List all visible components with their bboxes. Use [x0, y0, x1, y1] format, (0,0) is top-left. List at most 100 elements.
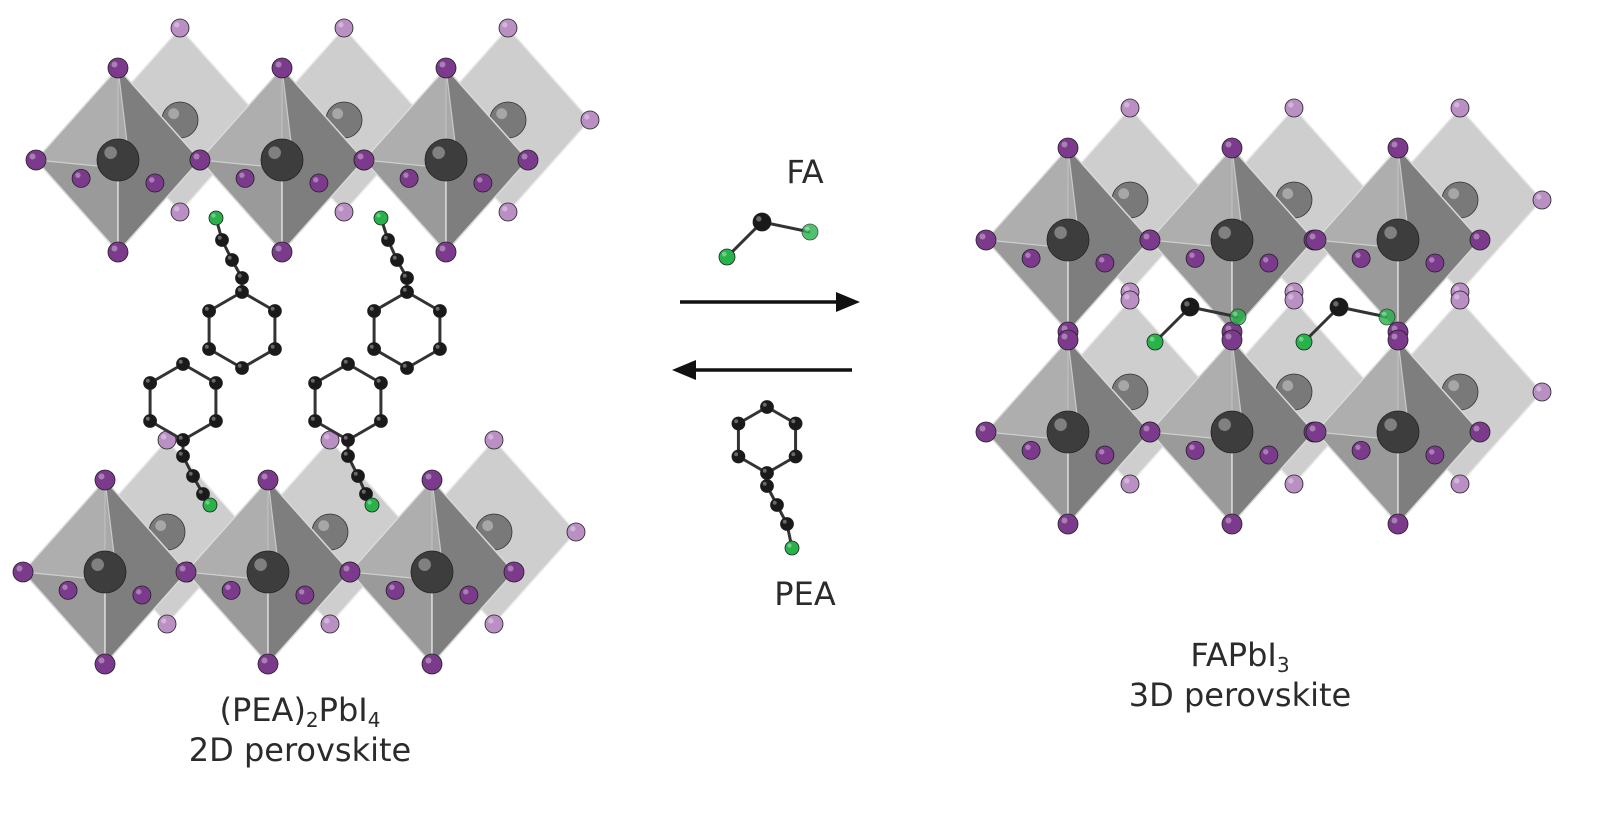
- nitrogen-atom-highlight: [787, 543, 792, 548]
- nitrogen-atom-highlight: [205, 500, 210, 505]
- iodide-atom-highlight: [1099, 257, 1105, 263]
- iodide-atom: [1095, 445, 1115, 465]
- carbon-atom-highlight: [343, 435, 348, 440]
- iodide-atom: [1259, 253, 1279, 273]
- iodide-atom-highlight: [507, 565, 514, 572]
- iodide-atom: [271, 57, 293, 79]
- iodide-atom-highlight: [425, 473, 432, 480]
- carbon-atom: [752, 212, 772, 232]
- carbon-atom-highlight: [227, 255, 232, 260]
- carbon-atom: [1180, 297, 1200, 317]
- iodide-atom-highlight: [179, 565, 186, 572]
- 2d-structure-label: (PEA)2PbI4 2D perovskite: [110, 690, 490, 770]
- lead-atom-back-highlight: [1448, 380, 1460, 392]
- nitrogen-atom: [718, 248, 736, 266]
- 2d-formula: (PEA)2PbI4: [219, 691, 381, 732]
- iodide-atom-back-highlight: [1454, 286, 1460, 292]
- iodide-atom-highlight: [1429, 257, 1435, 263]
- 3d-perovskite-lattice: [975, 98, 1552, 535]
- nitrogen-atom: [208, 210, 224, 226]
- carbon-atom-highlight: [762, 481, 767, 486]
- carbon-atom-highlight: [145, 416, 150, 421]
- pbi6-octahedron: [339, 430, 586, 675]
- iodide-atom-highlight: [1225, 141, 1232, 148]
- lead-atom: [260, 138, 304, 182]
- lead-atom-back-highlight: [318, 520, 330, 532]
- iodide-atom: [175, 561, 197, 583]
- carbon-atom: [209, 414, 223, 428]
- iodide-atom-highlight: [1061, 517, 1068, 524]
- lead-atom-highlight: [418, 558, 431, 571]
- carbon-atom-highlight: [188, 471, 193, 476]
- carbon-atom: [433, 304, 447, 318]
- lead-atom-highlight: [1384, 418, 1397, 431]
- iodide-atom-back: [484, 614, 504, 634]
- carbon-atom: [400, 271, 414, 285]
- carbon-atom: [760, 466, 774, 480]
- iodide-atom: [1185, 248, 1205, 268]
- iodide-atom: [1387, 137, 1409, 159]
- carbon-atom: [400, 285, 414, 299]
- iodide-atom: [353, 149, 375, 171]
- iodide-atom: [1387, 329, 1409, 351]
- carbon-atom-highlight: [198, 489, 203, 494]
- iodide-atom-back-highlight: [1288, 478, 1294, 484]
- nitrogen-atom: [784, 540, 800, 556]
- iodide-atom: [132, 585, 152, 605]
- carbon-atom-highlight: [204, 344, 209, 349]
- fa-molecule: [1295, 297, 1396, 351]
- iodide-atom: [1221, 137, 1243, 159]
- iodide-atom: [1185, 440, 1205, 460]
- iodide-atom-back-highlight: [1536, 194, 1542, 200]
- carbon-atom-highlight: [435, 344, 440, 349]
- iodide-atom-back: [1532, 382, 1552, 402]
- iodide-atom-back: [484, 430, 504, 450]
- iodide-atom-highlight: [313, 177, 319, 183]
- carbon-atom-highlight: [791, 452, 796, 457]
- 2d-perovskite-top-layer: [25, 18, 600, 263]
- iodide-atom-highlight: [403, 172, 409, 178]
- fa-reagent-label: FA: [760, 152, 850, 192]
- iodide-atom-highlight: [111, 245, 118, 252]
- iodide-atom-back: [1120, 290, 1140, 310]
- iodide-atom: [339, 561, 361, 583]
- carbon-atom: [308, 414, 322, 428]
- iodide-atom-highlight: [463, 589, 469, 595]
- iodide-atom-back-highlight: [1124, 478, 1130, 484]
- iodide-atom-highlight: [239, 172, 245, 178]
- reaction-arrows: [672, 212, 860, 556]
- iodide-atom-highlight: [1143, 233, 1150, 240]
- iodide-atom-highlight: [439, 245, 446, 252]
- iodide-atom-highlight: [1355, 444, 1361, 450]
- carbon-atom: [760, 479, 774, 493]
- iodide-atom: [1057, 513, 1079, 535]
- iodide-atom-back: [334, 202, 354, 222]
- iodide-atom-back: [1284, 474, 1304, 494]
- iodide-atom: [25, 149, 47, 171]
- iodide-atom-back: [1120, 474, 1140, 494]
- iodide-atom-back: [1284, 290, 1304, 310]
- iodide-atom: [459, 585, 479, 605]
- carbon-atom: [202, 342, 216, 356]
- iodide-atom: [1021, 248, 1041, 268]
- nitrogen-atom: [1378, 308, 1396, 326]
- nitrogen-atom-highlight: [376, 213, 381, 218]
- lead-atom-highlight: [1054, 418, 1067, 431]
- carbon-atom: [351, 469, 365, 483]
- fa-text: FA: [786, 153, 824, 191]
- iodide-atom: [271, 241, 293, 263]
- carbon-atom: [367, 342, 381, 356]
- carbon-atom-highlight: [734, 419, 739, 424]
- iodide-atom-back-highlight: [502, 22, 508, 28]
- iodide-atom-back-highlight: [324, 618, 330, 624]
- carbon-atom: [359, 487, 373, 501]
- carbon-atom: [731, 449, 746, 464]
- carbon-atom: [268, 342, 282, 356]
- carbon-atom-highlight: [145, 378, 150, 383]
- carbon-atom-highlight: [376, 416, 381, 421]
- lead-atom-back-highlight: [1282, 380, 1294, 392]
- carbon-atom: [381, 233, 395, 247]
- iodide-atom: [235, 168, 255, 188]
- nitrogen-atom: [1229, 308, 1247, 326]
- iodide-atom: [1095, 253, 1115, 273]
